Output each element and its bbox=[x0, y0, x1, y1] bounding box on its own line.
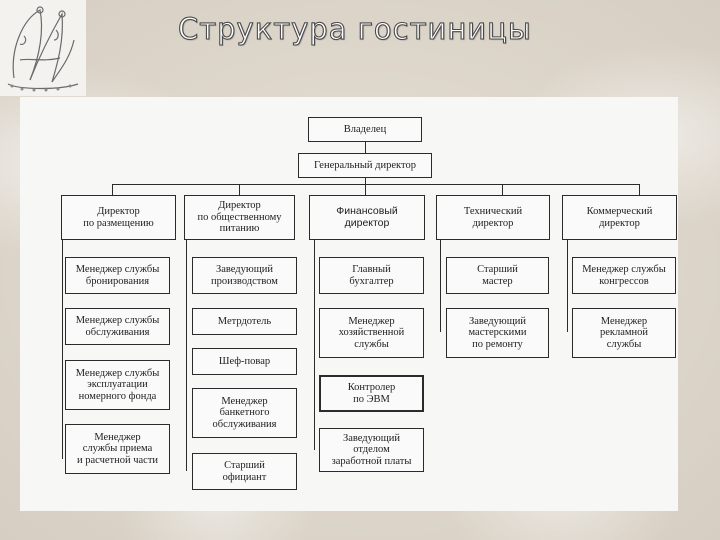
connector-col2 bbox=[239, 184, 241, 196]
spine-col5 bbox=[567, 240, 569, 332]
director-accommodation-box: Директор по размещению bbox=[61, 195, 176, 240]
banquet-manager-box: Менеджер банкетного обслуживания bbox=[192, 388, 297, 438]
connector-horizontal-bus bbox=[112, 184, 639, 186]
head-of-production-box: Заведующий производством bbox=[192, 257, 297, 294]
head-waiter-box: Старший официант bbox=[192, 453, 297, 490]
senior-master-box: Старший мастер bbox=[446, 257, 549, 294]
spine-col2 bbox=[186, 240, 188, 471]
connector-col4 bbox=[502, 184, 504, 196]
manager-housekeeping-box: Менеджер хозяйственной службы bbox=[319, 308, 424, 358]
spine-col1 bbox=[62, 240, 64, 459]
manager-booking-box: Менеджер службы бронирования bbox=[65, 257, 170, 294]
general-director-box: Генеральный директор bbox=[298, 153, 432, 178]
connector-col3 bbox=[365, 184, 367, 196]
monogram-logo bbox=[0, 0, 86, 96]
chef-box: Шеф-повар bbox=[192, 348, 297, 375]
spine-col4 bbox=[440, 240, 442, 332]
maitre-d-box: Метрдотель bbox=[192, 308, 297, 335]
connector-col1 bbox=[112, 184, 114, 196]
manager-room-fund-box: Менеджер службы эксплуатации номерного ф… bbox=[65, 360, 170, 410]
computer-controller-box: Контролер по ЭВМ bbox=[319, 375, 424, 412]
manager-reception-box: Менеджер службы приема и расчетной части bbox=[65, 424, 170, 474]
director-catering-box: Директор по общественному питанию bbox=[184, 195, 295, 240]
head-repair-workshops-box: Заведующий мастерскими по ремонту bbox=[446, 308, 549, 358]
director-technical-box: Технический директор bbox=[436, 195, 550, 240]
director-commercial-box: Коммерческий директор bbox=[562, 195, 677, 240]
connector-gd-trunk bbox=[365, 177, 367, 185]
connector-col5 bbox=[639, 184, 641, 196]
slide-title: Структура гостиницы bbox=[177, 11, 532, 46]
owner-box: Владелец bbox=[308, 117, 422, 142]
org-chart: Владелец Генеральный директор Директор п… bbox=[20, 97, 678, 511]
advertising-manager-box: Менеджер рекламной службы bbox=[572, 308, 676, 358]
chief-accountant-box: Главный бухгалтер bbox=[319, 257, 424, 294]
connector-owner-gd bbox=[365, 141, 367, 155]
spine-col3 bbox=[314, 240, 316, 450]
director-finance-box: Финансовый директор bbox=[309, 195, 425, 240]
manager-service-box: Менеджер службы обслуживания bbox=[65, 308, 170, 345]
congress-manager-box: Менеджер службы конгрессов bbox=[572, 257, 676, 294]
head-payroll-box: Заведующий отделом заработной платы bbox=[319, 428, 424, 472]
